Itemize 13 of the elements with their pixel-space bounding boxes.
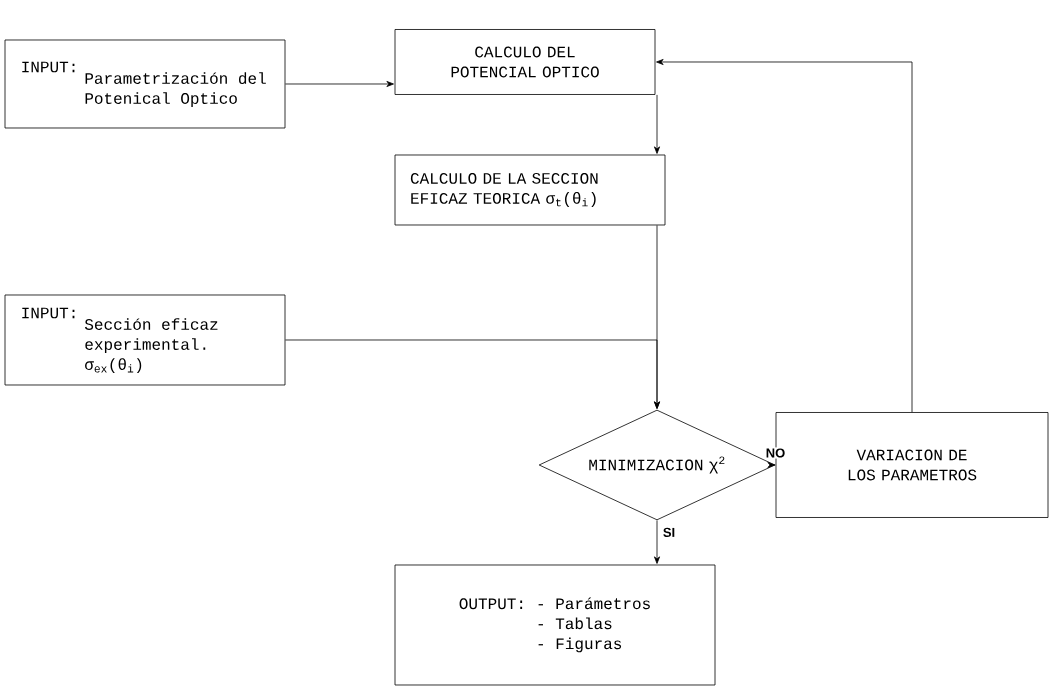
output-box: OUTPUT: - Parámetros - Tablas - Figuras	[394, 564, 716, 686]
arrow	[656, 59, 913, 413]
input-box: INPUT: Sección eficaz experimental. σ$_{ex}$(θ$_{i}$)	[4, 294, 286, 386]
arrow	[654, 520, 660, 564]
process-box: CALCULO DE LA SECCION EFICAZ TEORICA σ$_{t}$(θ$_{i}$)	[394, 154, 666, 226]
arrow	[654, 94, 660, 154]
edge-label: NO	[764, 447, 787, 459]
arrow	[285, 81, 394, 87]
input-box: INPUT: Parametrización del Potenical Optico	[4, 39, 286, 129]
arrow	[285, 339, 660, 409]
process-box: CALCULO DEL POTENCIAL OPTICO	[394, 29, 656, 95]
arrow	[767, 462, 776, 468]
edge-label: SI	[661, 526, 677, 538]
